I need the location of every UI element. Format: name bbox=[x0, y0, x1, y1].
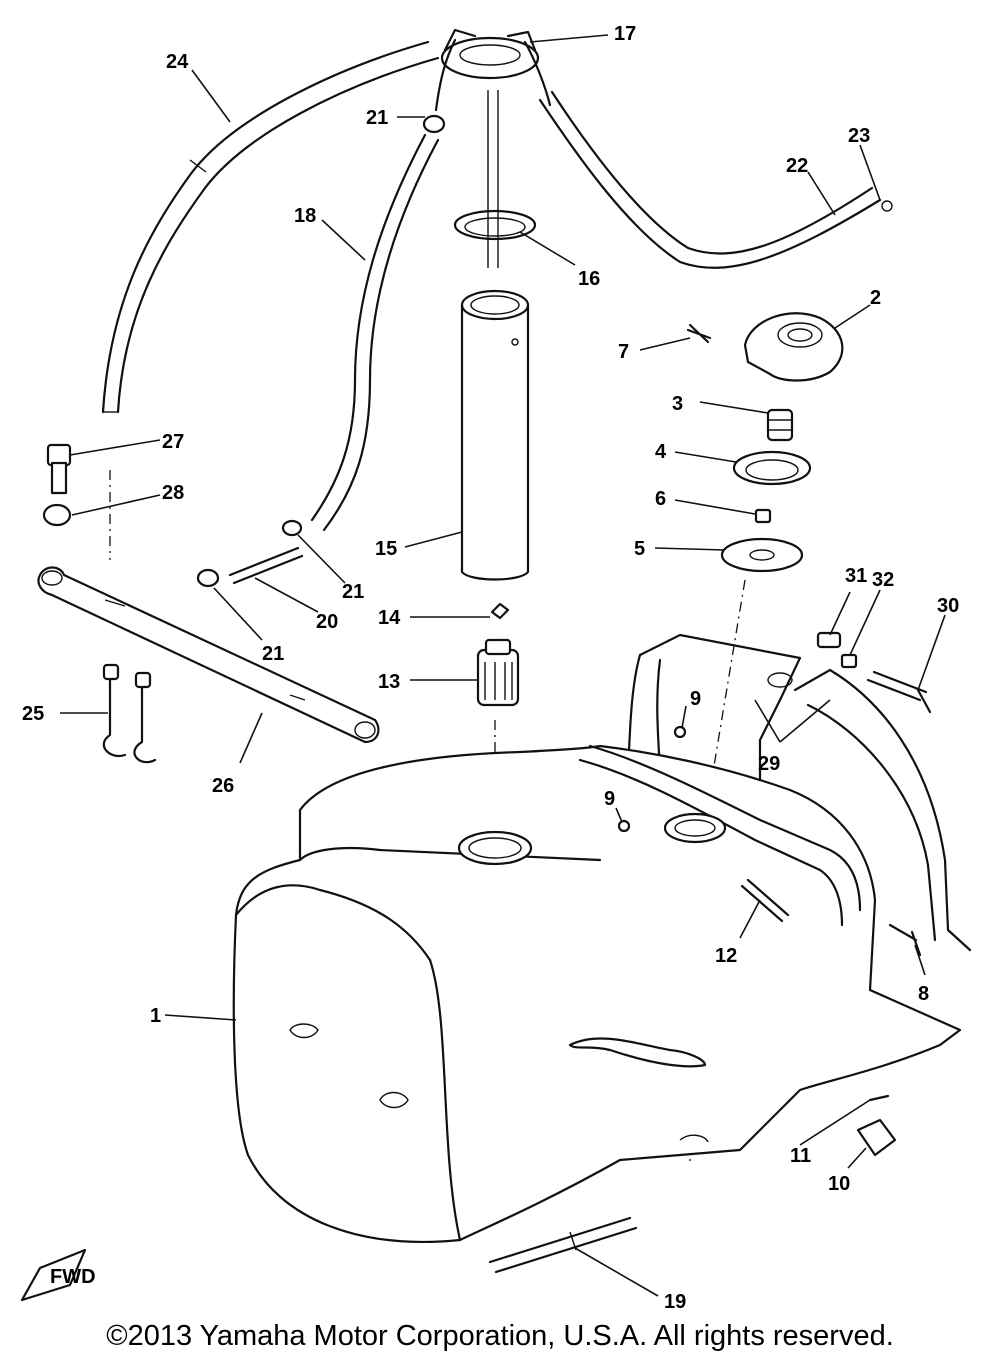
part-30-bolt bbox=[866, 670, 932, 714]
callout-18: 18 bbox=[294, 205, 316, 227]
part-27-bolt bbox=[46, 443, 72, 495]
part-13-fuel-filter bbox=[476, 638, 520, 707]
part-20-bolt bbox=[228, 546, 304, 585]
callout-31: 31 bbox=[845, 565, 867, 587]
part-21-clamp-c bbox=[196, 568, 220, 588]
part-32-washer bbox=[840, 653, 858, 669]
callout-16: 16 bbox=[578, 268, 600, 290]
callout-5: 5 bbox=[634, 538, 645, 560]
callout-6: 6 bbox=[655, 488, 666, 510]
part-22-hose bbox=[538, 90, 893, 269]
callout-9-b: 9 bbox=[604, 788, 615, 810]
fwd-direction-badge: FWD bbox=[20, 1248, 96, 1302]
callout-23: 23 bbox=[848, 125, 870, 147]
callout-12: 12 bbox=[715, 945, 737, 967]
part-1-fuel-tank bbox=[232, 744, 962, 1243]
callout-9-a: 9 bbox=[690, 688, 701, 710]
fwd-label: FWD bbox=[50, 1266, 96, 1288]
callout-11: 11 bbox=[790, 1145, 811, 1167]
callout-21-low: 21 bbox=[262, 643, 284, 665]
callout-28: 28 bbox=[162, 482, 184, 504]
part-11-bolt bbox=[868, 1094, 890, 1102]
callout-3: 3 bbox=[672, 393, 683, 415]
callout-29: 29 bbox=[758, 753, 780, 775]
callout-26: 26 bbox=[212, 775, 234, 797]
part-31-bushing bbox=[816, 631, 842, 649]
part-19-rod bbox=[488, 1216, 638, 1274]
part-18-hose bbox=[310, 133, 440, 532]
callout-2: 2 bbox=[870, 287, 881, 309]
part-17-top-fitting bbox=[434, 28, 552, 112]
callout-15: 15 bbox=[375, 538, 397, 560]
part-12-bolt bbox=[740, 878, 790, 923]
part-9-bolt-b bbox=[617, 819, 631, 833]
part-2-fuel-cap bbox=[743, 312, 844, 382]
part-9-bolt-a bbox=[673, 725, 687, 739]
part-5-washer bbox=[720, 537, 804, 573]
callout-21-top: 21 bbox=[366, 107, 388, 129]
part-15-filler-tube bbox=[460, 90, 530, 581]
part-3-spring bbox=[766, 408, 794, 442]
part-24-vent-hose bbox=[101, 40, 440, 414]
callout-7: 7 bbox=[618, 341, 629, 363]
part-21-clamp-a bbox=[422, 114, 446, 134]
part-28-washer bbox=[42, 503, 72, 527]
callout-1: 1 bbox=[150, 1005, 161, 1027]
callout-32: 32 bbox=[872, 569, 894, 591]
callout-8: 8 bbox=[918, 983, 929, 1005]
copyright-notice: ©2013 Yamaha Motor Corporation, U.S.A. A… bbox=[106, 1320, 894, 1352]
part-26-bar bbox=[37, 566, 380, 744]
callout-17: 17 bbox=[614, 23, 636, 45]
callout-24: 24 bbox=[166, 51, 189, 73]
callout-22: 22 bbox=[786, 155, 808, 177]
callout-20: 20 bbox=[316, 611, 338, 633]
part-8-bolt bbox=[888, 923, 922, 957]
callout-13: 13 bbox=[378, 671, 400, 693]
callout-30: 30 bbox=[937, 595, 959, 617]
callout-27: 27 bbox=[162, 431, 184, 453]
part-25-clips bbox=[102, 663, 157, 764]
leader-lines bbox=[60, 34, 946, 1297]
callout-25: 25 bbox=[22, 703, 44, 725]
part-21-clamp-b bbox=[281, 519, 303, 537]
callout-labels: 17 24 21 18 16 22 23 2 7 3 4 6 5 15 14 1… bbox=[22, 23, 959, 1313]
callout-4: 4 bbox=[655, 441, 667, 463]
part-10-clip bbox=[856, 1118, 897, 1157]
callout-14: 14 bbox=[378, 607, 401, 629]
part-6-nut bbox=[754, 508, 772, 524]
callout-19: 19 bbox=[664, 1291, 686, 1313]
part-7-screw bbox=[686, 323, 712, 344]
callout-21-mid: 21 bbox=[342, 581, 364, 603]
part-4-cap-seal bbox=[732, 450, 812, 486]
callout-10: 10 bbox=[828, 1173, 850, 1195]
part-16-clamp bbox=[453, 209, 537, 241]
part-14-clip bbox=[490, 602, 510, 620]
